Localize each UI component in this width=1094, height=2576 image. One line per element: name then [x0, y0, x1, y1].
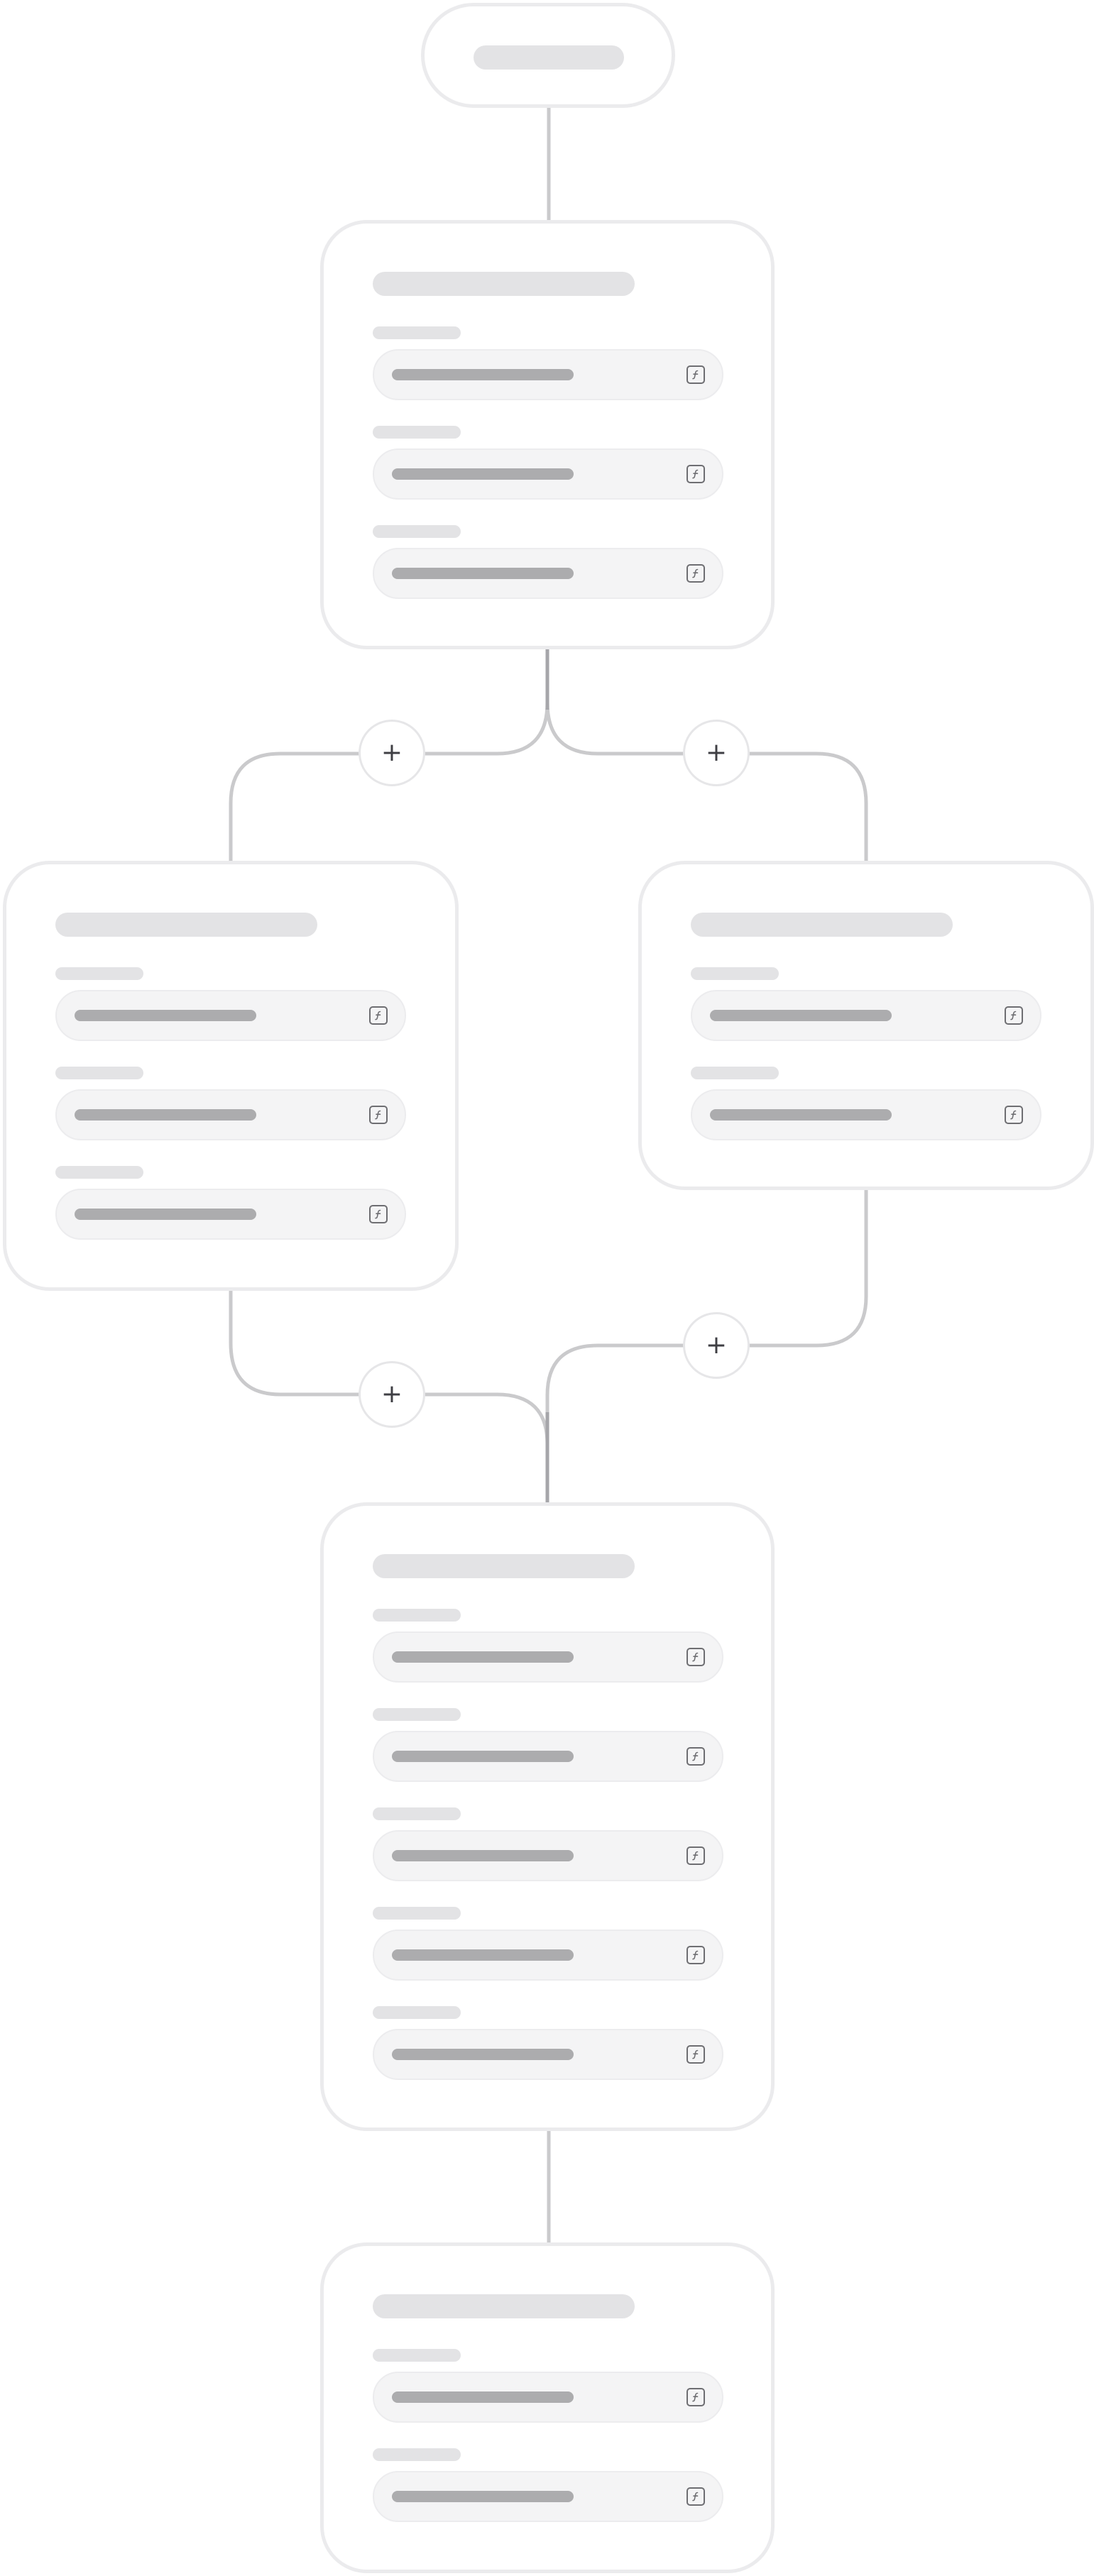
field-input[interactable] — [373, 2029, 723, 2080]
function-icon[interactable] — [369, 1006, 388, 1025]
function-icon[interactable] — [687, 2487, 705, 2506]
function-icon[interactable] — [687, 1946, 705, 1964]
start-node[interactable] — [421, 3, 675, 108]
field-label-placeholder — [373, 2448, 461, 2461]
field-value-placeholder — [392, 1850, 574, 1861]
field-label-placeholder — [373, 1807, 461, 1820]
node-title-placeholder — [373, 272, 635, 296]
workflow-node-step-1[interactable] — [320, 220, 775, 649]
workflow-node-merge[interactable] — [320, 1502, 775, 2131]
field-value-placeholder — [710, 1109, 892, 1121]
field-label-placeholder — [373, 525, 461, 538]
function-icon[interactable] — [687, 1747, 705, 1766]
field-value-placeholder — [392, 1751, 574, 1762]
function-icon[interactable] — [369, 1106, 388, 1124]
function-icon[interactable] — [1005, 1106, 1023, 1124]
function-icon[interactable] — [687, 365, 705, 384]
field-input[interactable] — [373, 349, 723, 400]
add-step-button[interactable]: + — [683, 720, 750, 786]
plus-icon: + — [705, 738, 728, 767]
field-label-placeholder — [373, 2006, 461, 2019]
workflow-node-branch-left[interactable] — [3, 861, 459, 1291]
field-input[interactable] — [55, 1189, 406, 1240]
node-title-placeholder — [373, 2294, 635, 2318]
field-value-placeholder — [392, 468, 574, 480]
field-value-placeholder — [392, 1949, 574, 1961]
add-step-button[interactable]: + — [359, 720, 425, 786]
field-value-placeholder — [392, 2391, 574, 2403]
field-value-placeholder — [392, 1651, 574, 1663]
node-title-placeholder — [691, 913, 953, 937]
field-input[interactable] — [691, 990, 1041, 1041]
plus-icon: + — [705, 1331, 728, 1360]
node-title-placeholder — [373, 1554, 635, 1578]
field-label-placeholder — [373, 426, 461, 439]
function-icon[interactable] — [369, 1205, 388, 1223]
function-icon[interactable] — [687, 2388, 705, 2406]
field-value-placeholder — [75, 1109, 256, 1121]
field-input[interactable] — [55, 1089, 406, 1140]
field-label-placeholder — [373, 326, 461, 339]
field-input[interactable] — [373, 1731, 723, 1782]
field-label-placeholder — [373, 1708, 461, 1721]
function-icon[interactable] — [687, 1648, 705, 1666]
field-input[interactable] — [373, 448, 723, 500]
field-input[interactable] — [373, 1830, 723, 1881]
field-value-placeholder — [392, 568, 574, 579]
field-input[interactable] — [373, 1631, 723, 1683]
function-icon[interactable] — [687, 465, 705, 483]
field-label-placeholder — [373, 1907, 461, 1920]
add-step-button[interactable]: + — [359, 1361, 425, 1428]
field-value-placeholder — [392, 2049, 574, 2060]
field-value-placeholder — [75, 1209, 256, 1220]
field-label-placeholder — [373, 1609, 461, 1622]
field-label-placeholder — [55, 967, 143, 980]
field-label-placeholder — [691, 1067, 779, 1079]
plus-icon: + — [381, 738, 403, 767]
field-input[interactable] — [691, 1089, 1041, 1140]
field-input[interactable] — [373, 2372, 723, 2423]
start-node-label-placeholder — [474, 45, 624, 70]
field-input[interactable] — [373, 548, 723, 599]
field-value-placeholder — [392, 369, 574, 380]
function-icon[interactable] — [687, 2045, 705, 2064]
node-title-placeholder — [55, 913, 317, 937]
field-label-placeholder — [55, 1067, 143, 1079]
field-label-placeholder — [691, 967, 779, 980]
workflow-node-branch-right[interactable] — [638, 861, 1094, 1190]
field-label-placeholder — [55, 1166, 143, 1179]
plus-icon: + — [381, 1380, 403, 1409]
field-input[interactable] — [373, 2471, 723, 2522]
field-value-placeholder — [392, 2491, 574, 2502]
function-icon[interactable] — [687, 564, 705, 583]
field-input[interactable] — [373, 1930, 723, 1981]
function-icon[interactable] — [1005, 1006, 1023, 1025]
workflow-node-final[interactable] — [320, 2242, 775, 2573]
field-input[interactable] — [55, 990, 406, 1041]
field-value-placeholder — [710, 1010, 892, 1021]
field-value-placeholder — [75, 1010, 256, 1021]
add-step-button[interactable]: + — [683, 1312, 750, 1379]
function-icon[interactable] — [687, 1846, 705, 1865]
field-label-placeholder — [373, 2349, 461, 2362]
